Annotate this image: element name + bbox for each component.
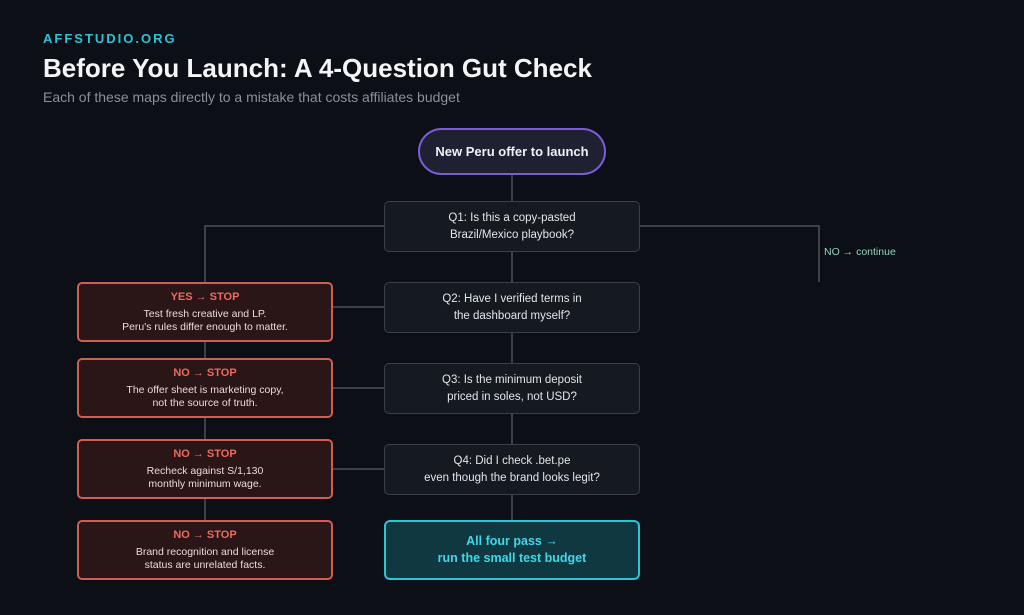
question-node-q2: Q2: Have I verified terms in the dashboa… (384, 282, 640, 333)
stop-2-line1: The offer sheet is marketing copy, (126, 383, 284, 396)
question-node-q3: Q3: Is the minimum deposit priced in sol… (384, 363, 640, 414)
stop-4-line1: Brand recognition and license (135, 545, 275, 558)
stop-3-heading: NO → STOP (173, 447, 237, 460)
question-q2-line1: Q2: Have I verified terms in (442, 292, 582, 305)
stop-2-line2: not the source of truth. (152, 396, 258, 409)
stop-1-heading: YES → STOP (170, 290, 240, 303)
stop-node-4: NO → STOP Brand recognition and license … (77, 520, 333, 580)
stop-1-line2: Peru's rules differ enough to matter. (122, 320, 288, 333)
brand-label: AFFSTUDIO.ORG (43, 31, 177, 46)
stop-node-3: NO → STOP Recheck against S/1,130 monthl… (77, 439, 333, 499)
stop-node-2: NO → STOP The offer sheet is marketing c… (77, 358, 333, 418)
connector-q1-continue (640, 225, 820, 282)
start-node-label: New Peru offer to launch (435, 144, 589, 159)
question-q4-line2: even though the brand looks legit? (424, 471, 600, 484)
pass-line1: All four pass → (466, 534, 558, 548)
pass-node: All four pass → run the small test budge… (384, 520, 640, 580)
question-q1-line2: Brazil/Mexico playbook? (449, 228, 574, 241)
pass-line2: run the small test budget (437, 551, 587, 565)
stop-3-line2: monthly minimum wage. (148, 477, 262, 490)
page-subtitle: Each of these maps directly to a mistake… (43, 89, 460, 105)
question-q1-line1: Q1: Is this a copy-pasted (448, 211, 576, 224)
connector-q1-stop1 (204, 225, 384, 282)
page-title: Before You Launch: A 4-Question Gut Chec… (43, 53, 592, 83)
stop-1-line1: Test fresh creative and LP. (143, 307, 267, 320)
stop-4-heading: NO → STOP (173, 528, 237, 541)
start-node: New Peru offer to launch (418, 128, 606, 175)
question-q3-line2: priced in soles, not USD? (447, 390, 577, 403)
question-q2-line2: the dashboard myself? (453, 309, 571, 322)
stop-2-heading: NO → STOP (173, 366, 237, 379)
continue-label: NO → continue (824, 246, 896, 258)
question-q4-line1: Q4: Did I check .bet.pe (453, 454, 571, 467)
question-node-q4: Q4: Did I check .bet.pe even though the … (384, 444, 640, 495)
question-q3-line1: Q3: Is the minimum deposit (442, 373, 582, 386)
stop-node-1: YES → STOP Test fresh creative and LP. P… (77, 282, 333, 342)
stop-4-line2: status are unrelated facts. (144, 558, 266, 571)
question-node-q1: Q1: Is this a copy-pasted Brazil/Mexico … (384, 201, 640, 252)
stop-3-line1: Recheck against S/1,130 (146, 464, 264, 477)
